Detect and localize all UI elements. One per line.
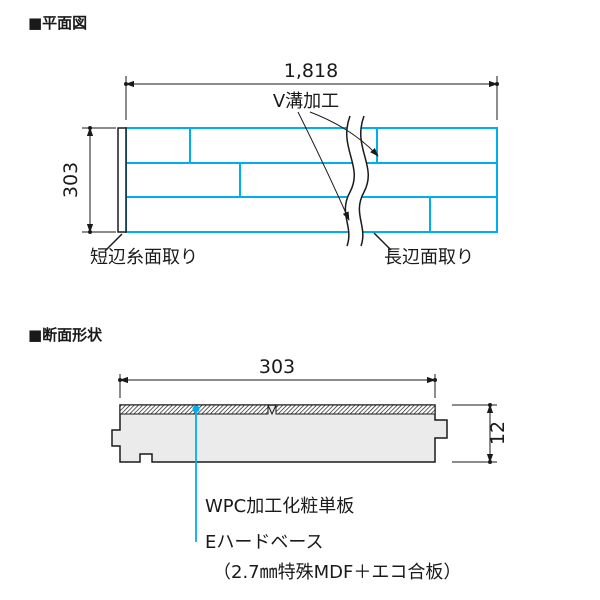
center-v-groove xyxy=(267,404,277,416)
v-groove-arrow-2 xyxy=(297,111,350,221)
break-mask xyxy=(345,116,369,246)
plan-plank-lines xyxy=(125,127,498,233)
section-width-dimension-label: 303 xyxy=(259,356,295,378)
cross-section-title: ■断面形状 xyxy=(28,326,103,344)
section-thickness-dimension: 12 xyxy=(452,403,509,464)
layer-leader-dot xyxy=(192,405,200,413)
short-edge-label: 短辺糸面取り xyxy=(90,247,198,268)
long-edge-label: 長辺面取り xyxy=(384,247,474,268)
v-groove-arrow-1 xyxy=(309,111,379,157)
plan-panel-outline xyxy=(125,127,498,233)
long-edge-leader-line xyxy=(373,232,392,251)
break-wavy-line-left xyxy=(344,115,355,247)
plan-view-title: ■平面図 xyxy=(28,14,87,32)
section-width-dimension: 303 xyxy=(118,356,437,398)
veneer-layer-right xyxy=(275,404,436,415)
plan-width-dimension: 1,818 xyxy=(124,60,499,120)
short-edge-leader-line xyxy=(104,233,123,252)
plan-height-dimension: 303 xyxy=(60,126,116,234)
veneer-label: WPC加工化粧単板 xyxy=(205,496,354,517)
v-groove-label: V溝加工 xyxy=(273,91,339,112)
plan-width-dimension-label: 1,818 xyxy=(284,60,338,82)
base-sub-label: （2.7㎜特殊MDF＋エコ合板） xyxy=(213,562,461,583)
base-label: Eハードベース xyxy=(205,532,323,553)
section-thickness-dimension-label: 12 xyxy=(487,421,509,445)
plan-height-dimension-label: 303 xyxy=(60,162,82,198)
short-edge-strip xyxy=(117,127,127,233)
